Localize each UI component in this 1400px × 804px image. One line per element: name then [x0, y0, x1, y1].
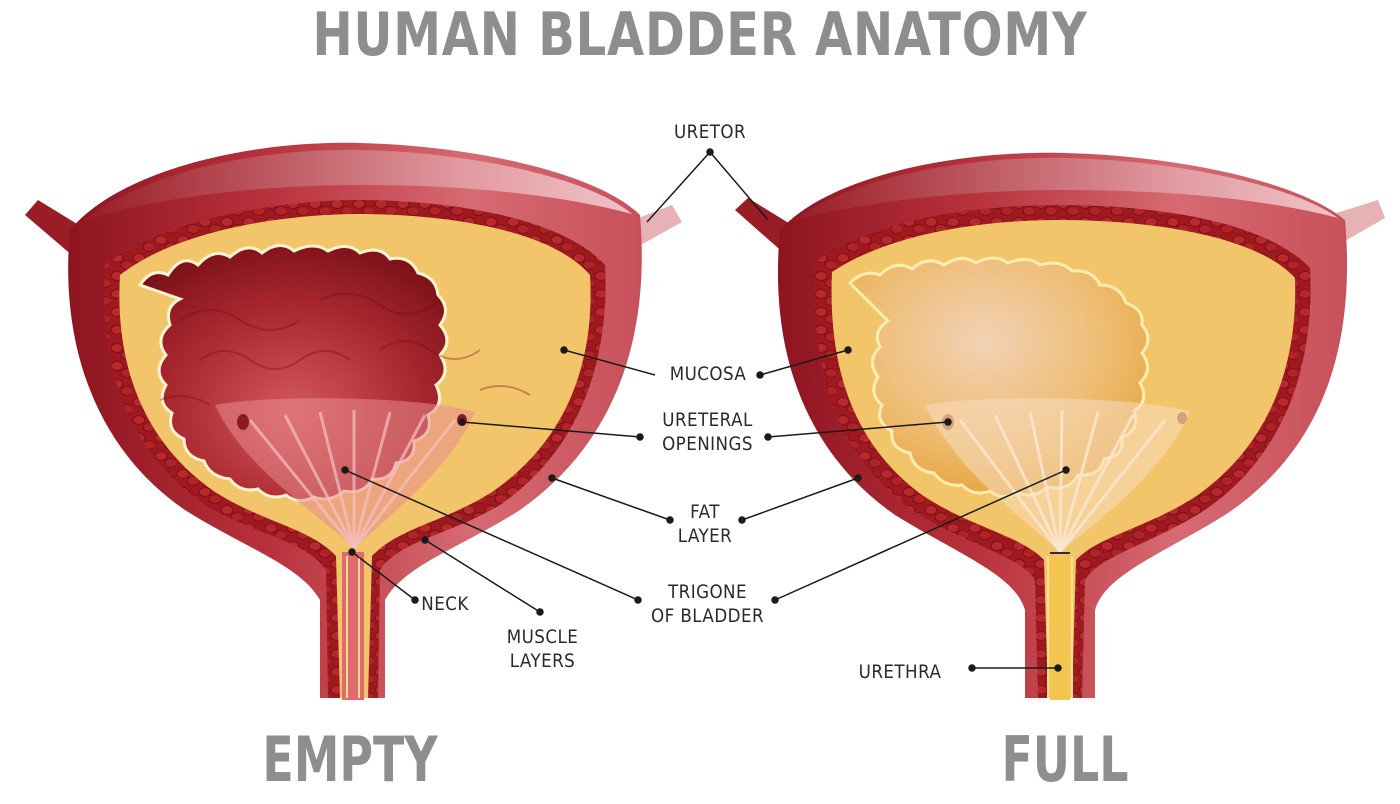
label-muscle-layers: MUSCLE LAYERS: [506, 626, 579, 672]
empty-label: EMPTY: [262, 723, 438, 796]
rugae-folds: [159, 292, 531, 406]
label-ureteral-openings: URETERAL OPENINGS: [662, 409, 753, 455]
diagram-title: HUMAN BLADDER ANATOMY: [312, 0, 1088, 70]
label-mucosa: MUCOSA: [669, 363, 747, 385]
label-trigone: TRIGONE OF BLADDER: [650, 581, 765, 627]
label-urethra: URETHRA: [858, 661, 942, 683]
full-label: FULL: [1001, 723, 1129, 796]
label-fat-layer: FAT LAYER: [677, 501, 733, 547]
trigone-full: [925, 398, 1190, 553]
label-neck: NECK: [421, 593, 469, 615]
urethra-empty: [342, 552, 364, 700]
ureteral-opening-right-full: [1177, 412, 1187, 424]
label-uretor: URETOR: [673, 121, 747, 143]
full-bladder: [735, 152, 1385, 700]
empty-bladder: [25, 142, 682, 700]
urethra-full: [1050, 556, 1070, 700]
leader-lines: [341, 148, 1070, 672]
ureteral-opening-left-empty: [237, 414, 249, 430]
